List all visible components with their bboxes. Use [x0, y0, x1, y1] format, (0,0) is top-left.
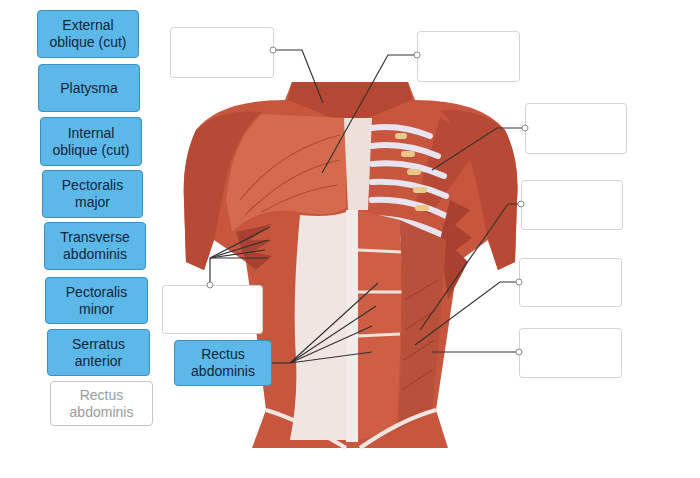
- sternum: [344, 118, 372, 210]
- answer-box: [163, 28, 627, 378]
- leader-dot: [207, 47, 528, 355]
- tendinous-intersections: [358, 250, 402, 336]
- word-bank-tile: Pectoralis minor: [45, 277, 148, 324]
- leader-line: [210, 50, 525, 363]
- inguinal: [266, 410, 436, 448]
- word-bank-tile: Platysma: [38, 64, 140, 112]
- placed-label: Rectus abdominis: [174, 340, 272, 386]
- label-text: Pectoralis major: [47, 177, 138, 211]
- label-text: Serratus anterior: [52, 336, 145, 370]
- used-tile: Rectus abdominis: [50, 381, 153, 426]
- label-text: Pectoralis minor: [50, 284, 143, 318]
- word-bank-tile: External oblique (cut): [37, 10, 139, 58]
- word-bank-tile: Serratus anterior: [47, 329, 150, 376]
- torso: [184, 82, 518, 448]
- label-text: Rectus abdominis: [55, 387, 148, 421]
- pectoral: [226, 114, 346, 232]
- pectoral-fibers: [240, 135, 340, 215]
- oblique-fibers: [402, 280, 438, 390]
- serratus: [236, 224, 272, 270]
- word-bank-tile: Transverse abdominis: [44, 222, 146, 270]
- label-text: Platysma: [60, 80, 118, 97]
- linea-alba: [346, 210, 358, 442]
- label-text: Internal oblique (cut): [45, 125, 137, 159]
- oblique: [398, 220, 446, 430]
- label-text: Transverse abdominis: [49, 229, 141, 263]
- label-text: External oblique (cut): [42, 17, 134, 51]
- word-bank-tile: Pectoralis major: [42, 170, 143, 218]
- rectus: [358, 210, 401, 440]
- label-text: Rectus abdominis: [179, 346, 267, 380]
- word-bank-tile: Internal oblique (cut): [40, 117, 142, 166]
- aponeurosis: [290, 212, 346, 440]
